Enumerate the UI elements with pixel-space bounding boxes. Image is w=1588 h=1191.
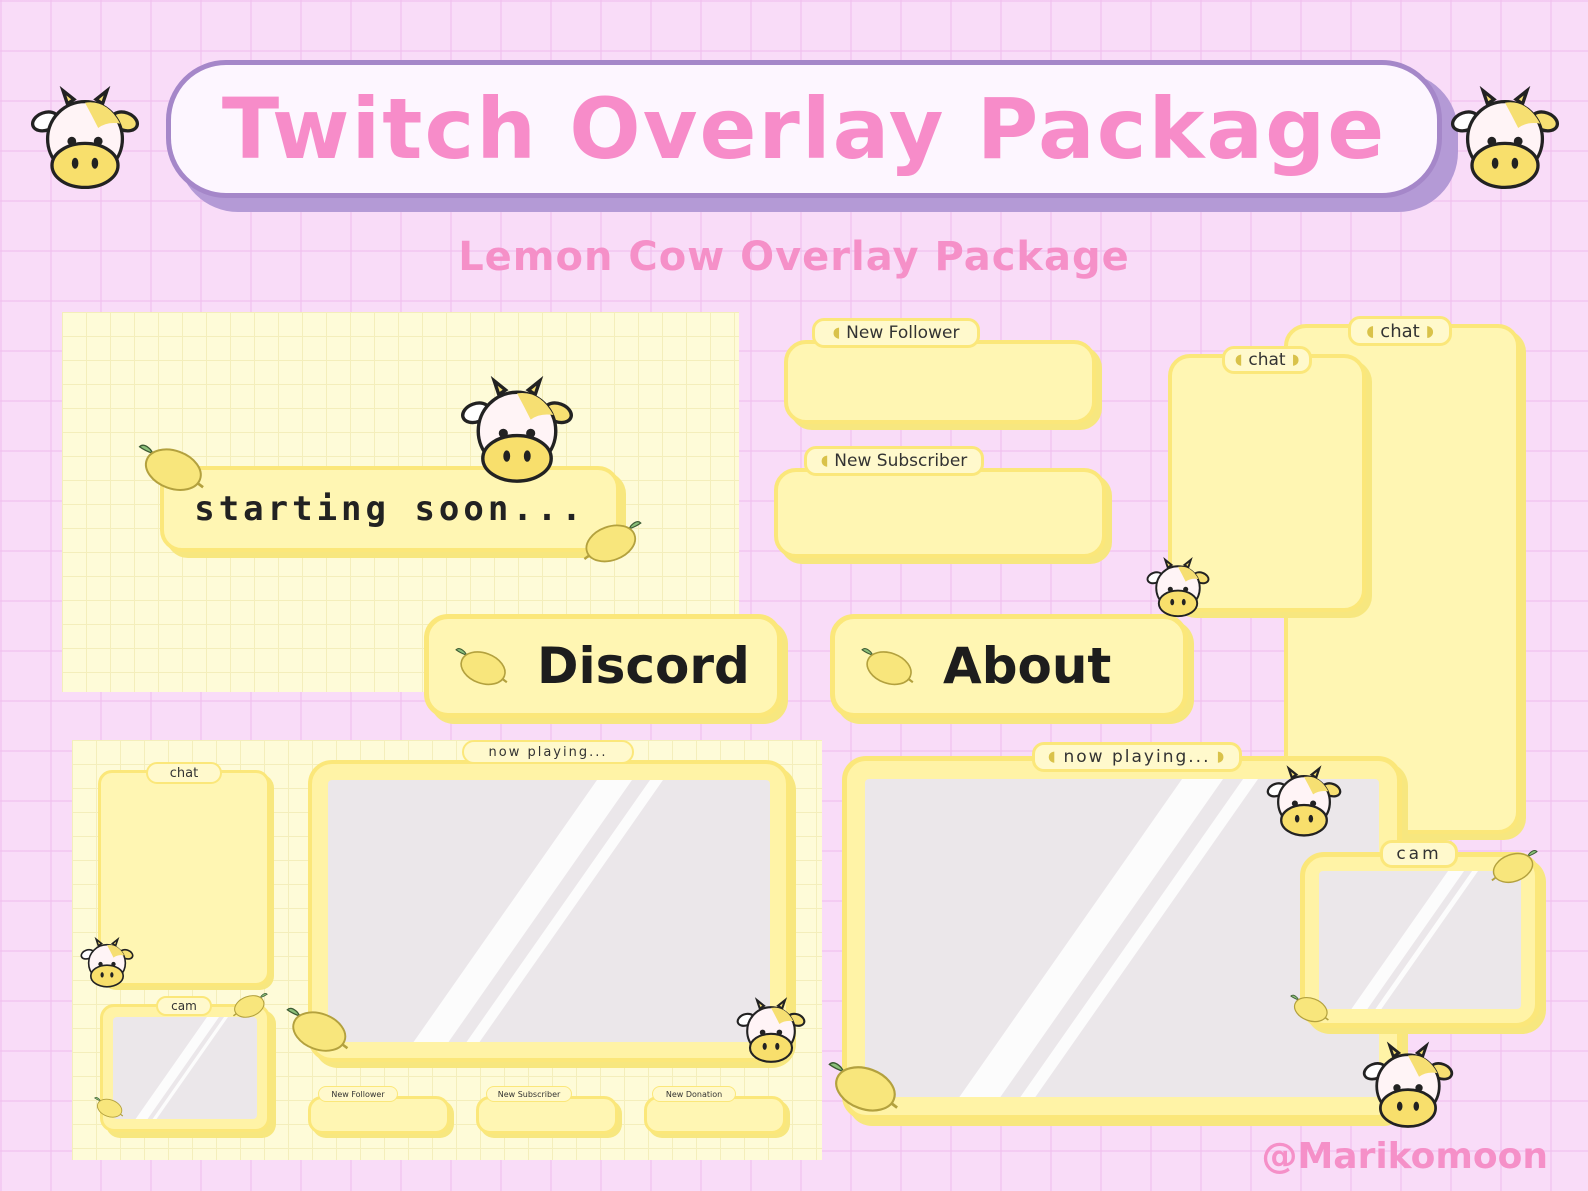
lemon-icon: ◗ <box>1216 749 1227 765</box>
new-follower-alert-box <box>784 340 1096 424</box>
new-follower-label: New Follower <box>331 1089 385 1099</box>
cow-mascot-icon <box>460 374 574 488</box>
lemon-icon: ◗ <box>1425 322 1434 340</box>
cam-area <box>1319 871 1521 1009</box>
cow-mascot-icon <box>80 936 134 990</box>
cam-tab: cam <box>1380 840 1458 868</box>
lemon-icon: ◗ <box>1291 352 1300 368</box>
lemon-icon: ◖ <box>1366 322 1375 340</box>
new-follower-alert-box <box>308 1096 450 1134</box>
new-subscriber-tab: ◖ New Subscriber <box>804 446 984 476</box>
game-capture-area <box>328 780 770 1042</box>
lemon-icon <box>1290 990 1330 1026</box>
lemon-icon <box>232 990 268 1020</box>
lemon-icon: ◖ <box>1234 352 1243 368</box>
lemon-icon: ◖ <box>832 325 841 341</box>
chat-label: chat <box>169 765 199 781</box>
gameplay-screen-preview: chat cam now playing... New Follower New… <box>72 740 822 1160</box>
lemon-icon: ◖ <box>1047 749 1058 765</box>
about-panel[interactable]: About <box>830 614 1188 718</box>
now-playing-tab: ◖ now playing... ◗ <box>1032 742 1242 772</box>
starting-soon-screen: starting soon... <box>62 312 739 692</box>
cam-tab: cam <box>156 996 212 1016</box>
new-donation-alert-box <box>644 1096 786 1134</box>
cow-mascot-icon <box>1450 84 1560 194</box>
title-banner: Twitch Overlay Package <box>166 60 1442 198</box>
page-title: Twitch Overlay Package <box>221 80 1387 178</box>
new-subscriber-tab: New Subscriber <box>486 1086 572 1102</box>
cow-mascot-icon <box>1362 1040 1454 1132</box>
lemon-icon <box>94 1092 124 1122</box>
cam-frame <box>100 1004 270 1132</box>
now-playing-frame <box>308 760 790 1062</box>
discord-panel[interactable]: Discord <box>424 614 782 718</box>
cam-label: cam <box>171 999 197 1013</box>
lemon-icon <box>1490 846 1538 886</box>
chat-tab-large: ◖ chat ◗ <box>1348 316 1452 346</box>
lemon-icon <box>138 440 206 494</box>
cow-mascot-icon <box>1146 556 1210 620</box>
about-label: About <box>943 637 1112 695</box>
new-follower-label: New Follower <box>846 323 960 343</box>
chat-tab: chat <box>146 762 222 784</box>
cow-mascot-icon <box>1266 764 1342 840</box>
new-follower-tab: ◖ New Follower <box>812 318 980 348</box>
new-subscriber-alert-box <box>774 468 1106 558</box>
chat-label: chat <box>1248 350 1286 370</box>
cow-mascot-icon <box>30 84 140 194</box>
new-subscriber-label: New Subscriber <box>834 451 968 471</box>
new-donation-tab: New Donation <box>652 1086 736 1102</box>
lemon-icon: ◖ <box>820 453 829 469</box>
lemon-icon <box>455 636 509 696</box>
now-playing-label: now playing... <box>488 744 608 760</box>
new-subscriber-label: New Subscriber <box>497 1089 561 1099</box>
artist-credit: @Marikomoon <box>1261 1136 1548 1177</box>
starting-soon-text: starting soon... <box>194 489 586 529</box>
discord-label: Discord <box>537 637 750 695</box>
lemon-icon <box>286 996 350 1062</box>
chat-tab-small: ◖ chat ◗ <box>1222 346 1312 374</box>
lemon-icon <box>582 516 642 566</box>
new-donation-label: New Donation <box>665 1089 723 1099</box>
now-playing-tab: now playing... <box>462 740 634 764</box>
chat-label: chat <box>1380 320 1420 342</box>
cow-mascot-icon <box>736 996 806 1066</box>
page-subtitle: Lemon Cow Overlay Package <box>458 234 1130 280</box>
chat-panel-small <box>1168 354 1366 612</box>
new-follower-tab: New Follower <box>318 1086 398 1102</box>
cam-area <box>113 1017 257 1119</box>
lemon-icon <box>861 636 915 696</box>
starting-soon-box: starting soon... <box>160 466 620 552</box>
cam-label: cam <box>1396 844 1442 864</box>
lemon-icon <box>828 1048 900 1124</box>
cam-frame <box>1300 852 1540 1028</box>
now-playing-label: now playing... <box>1063 747 1211 767</box>
